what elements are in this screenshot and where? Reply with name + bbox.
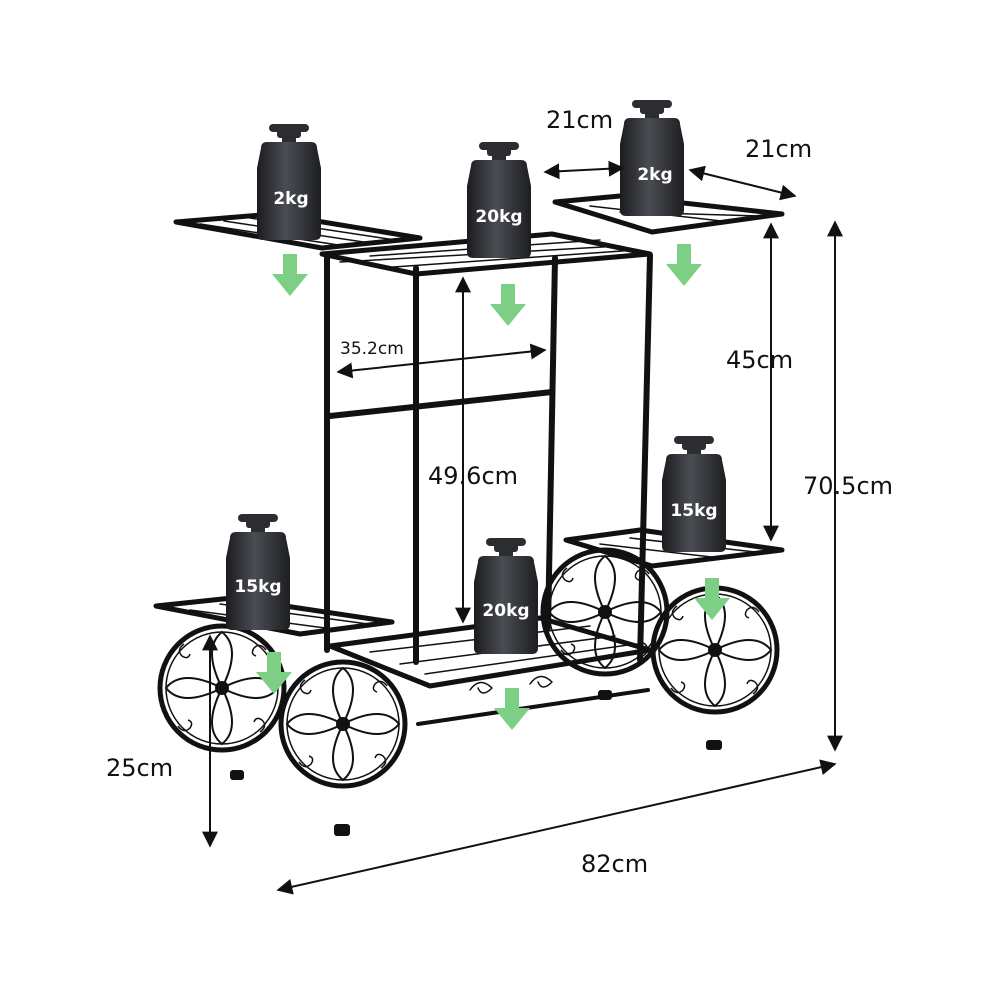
load-label: 15kg bbox=[670, 501, 717, 521]
down-arrow-icon bbox=[256, 652, 292, 694]
down-arrow-icon bbox=[666, 244, 702, 286]
weight-top-right: 2kg bbox=[620, 100, 684, 216]
inner-width-label: 35.2cm bbox=[340, 339, 404, 359]
front-left-wheel bbox=[281, 662, 405, 786]
load-label: 2kg bbox=[637, 165, 672, 185]
weight-top-center: 20kg bbox=[467, 142, 531, 258]
down-arrow-icon bbox=[272, 254, 308, 296]
load-label: 15kg bbox=[234, 577, 281, 597]
weight-icon bbox=[467, 142, 531, 258]
weight-icon bbox=[226, 514, 290, 630]
center-height-label: 49.6cm bbox=[428, 462, 518, 490]
weight-icon bbox=[662, 436, 726, 552]
load-label: 20kg bbox=[482, 601, 529, 621]
load-label: 20kg bbox=[475, 207, 522, 227]
total-length-label: 82cm bbox=[581, 850, 648, 878]
upper-shelf-height-label: 45cm bbox=[726, 346, 793, 374]
weight-mid-right: 15kg bbox=[662, 436, 726, 552]
wheel-height-label: 25cm bbox=[106, 754, 173, 782]
weight-mid-left: 15kg bbox=[226, 514, 290, 630]
load-label: 2kg bbox=[273, 189, 308, 209]
weight-icon bbox=[474, 538, 538, 654]
down-arrow-icon bbox=[494, 688, 530, 730]
weight-icon bbox=[620, 100, 684, 216]
weight-bottom-center: 20kg bbox=[474, 538, 538, 654]
weight-top-left: 2kg bbox=[257, 124, 321, 240]
shelf-depth-label: 21cm bbox=[546, 106, 613, 134]
total-height-label: 70.5cm bbox=[803, 472, 893, 500]
down-arrow-icon bbox=[490, 284, 526, 326]
dimension-lines bbox=[202, 160, 843, 895]
weight-icon bbox=[257, 124, 321, 240]
back-left-wheel bbox=[160, 626, 284, 750]
shelf-width-label: 21cm bbox=[745, 135, 812, 163]
